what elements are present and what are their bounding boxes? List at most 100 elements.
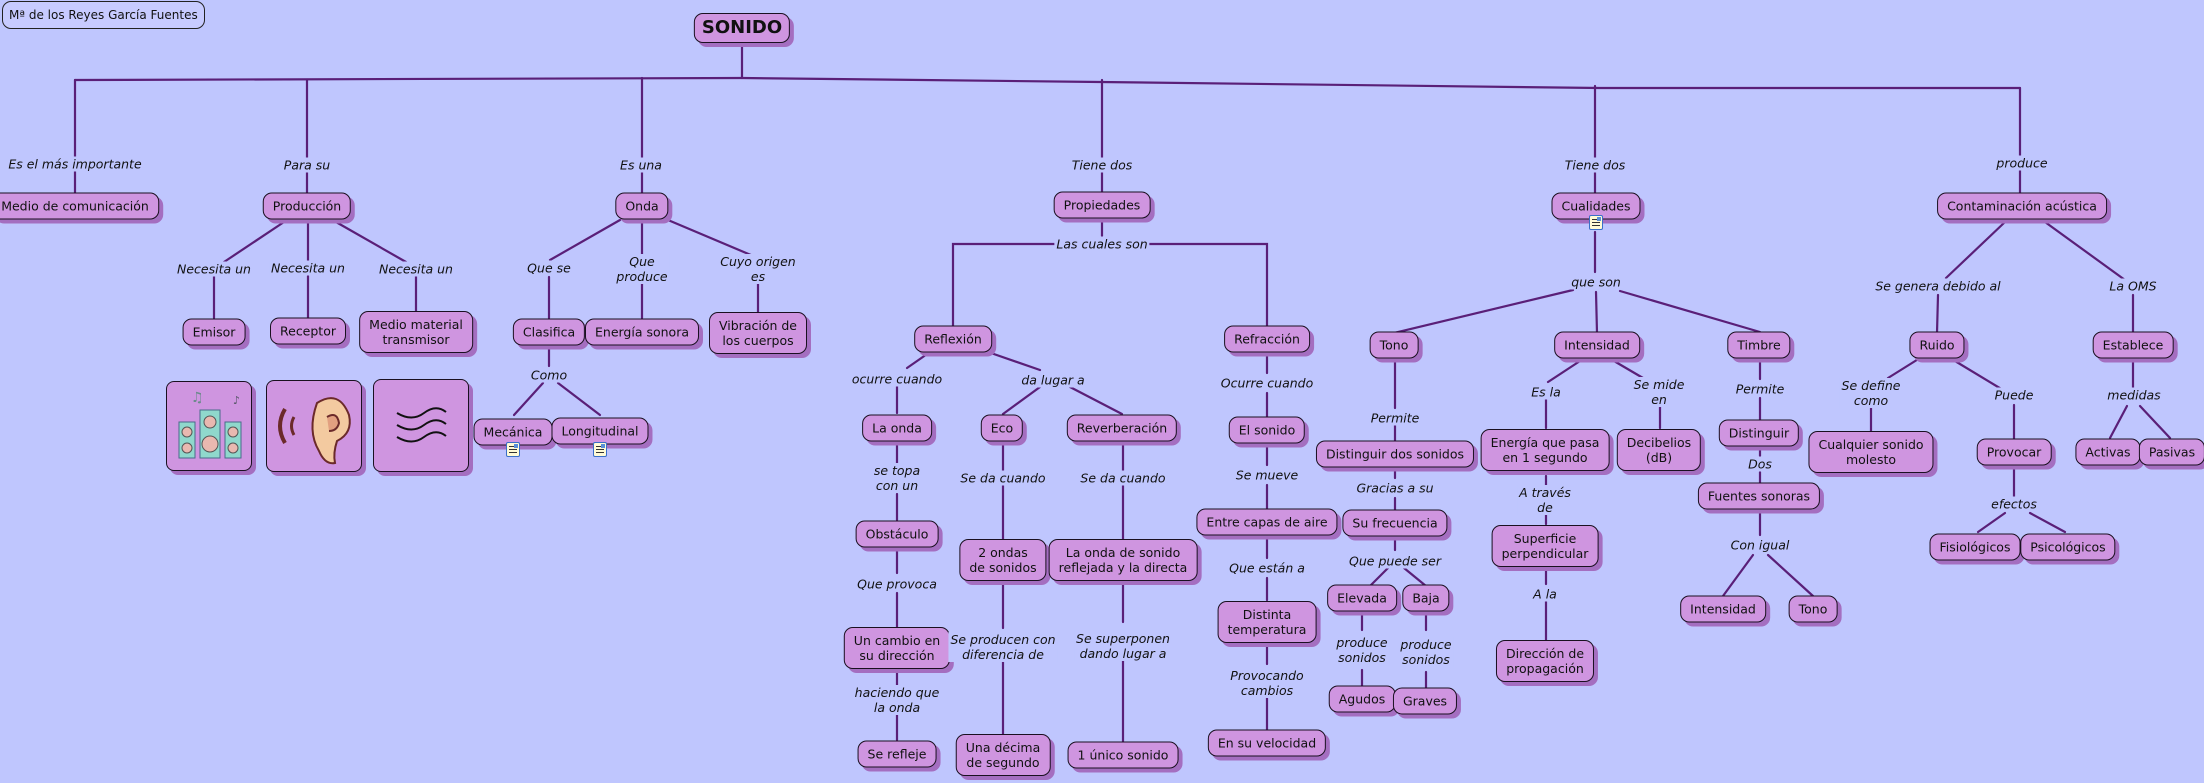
- concept-decibelios[interactable]: Decibelios (dB): [1616, 429, 1702, 471]
- concept-direccion-propagacion[interactable]: Dirección de propagación: [1495, 640, 1595, 682]
- author-label: Mª de los Reyes García Fuentes: [2, 1, 205, 29]
- concept-se-refleje[interactable]: Se refleje: [857, 740, 937, 768]
- link-es-el-mas-importante: Es el más importante: [6, 156, 144, 172]
- svg-text:♪: ♪: [233, 394, 240, 407]
- concept-dos-ondas[interactable]: 2 ondas de sonidos: [959, 539, 1047, 581]
- link-que-provoca: Que provoca: [855, 576, 939, 592]
- concept-tono[interactable]: Tono: [1369, 331, 1419, 359]
- air-waves-icon: [396, 407, 447, 443]
- concept-cambio-direccion[interactable]: Un cambio en su dirección: [843, 627, 951, 669]
- concept-sonido[interactable]: SONIDO: [693, 13, 791, 43]
- concept-intensidad[interactable]: Intensidad: [1554, 331, 1640, 359]
- link-se-producen: Se producen con diferencia de: [948, 632, 1058, 662]
- link-que-puede-ser: Que puede ser: [1347, 553, 1443, 569]
- link-tiene-dos-1: Tiene dos: [1069, 157, 1135, 173]
- link-produce: produce: [1994, 155, 2050, 171]
- concept-medio-material[interactable]: Medio material transmisor: [359, 311, 473, 353]
- link-medidas: medidas: [2105, 387, 2163, 403]
- concept-emisor[interactable]: Emisor: [182, 318, 246, 346]
- concept-receptor[interactable]: Receptor: [270, 317, 346, 345]
- link-puede: Puede: [1992, 387, 2036, 403]
- link-para-su: Para su: [281, 157, 333, 173]
- concept-onda-reflejada[interactable]: La onda de sonido reflejada y la directa: [1048, 539, 1198, 581]
- concept-eco[interactable]: Eco: [980, 414, 1024, 442]
- concept-medio-comunicacion[interactable]: Medio de comunicación: [0, 192, 159, 220]
- attachment-doc-icon[interactable]: [593, 442, 607, 457]
- concept-activas[interactable]: Activas: [2075, 438, 2141, 466]
- link-como: Como: [528, 367, 570, 383]
- link-se-da-cuando-1: Se da cuando: [958, 470, 1048, 486]
- attachment-doc-icon[interactable]: [506, 442, 520, 457]
- concept-distinta-temperatura[interactable]: Distinta temperatura: [1217, 601, 1317, 643]
- link-es-una: Es una: [618, 157, 664, 173]
- concept-el-sonido[interactable]: El sonido: [1228, 416, 1306, 444]
- concept-distinguir[interactable]: Distinguir: [1718, 419, 1800, 447]
- concept-refraccion[interactable]: Refracción: [1224, 325, 1310, 353]
- link-produce-sonidos-1: produce sonidos: [1334, 635, 1390, 665]
- concept-clasifica[interactable]: Clasifica: [512, 318, 586, 346]
- concept-produccion[interactable]: Producción: [262, 192, 352, 220]
- link-tiene-dos-2: Tiene dos: [1562, 157, 1628, 173]
- concept-graves[interactable]: Graves: [1392, 687, 1458, 715]
- concept-su-frecuencia[interactable]: Su frecuencia: [1342, 509, 1448, 537]
- concept-agudos[interactable]: Agudos: [1328, 685, 1396, 713]
- concept-energia-sonora[interactable]: Energía sonora: [584, 318, 700, 346]
- concept-elevada[interactable]: Elevada: [1327, 584, 1397, 612]
- ear-image[interactable]: [266, 380, 362, 472]
- speakers-music-icon: ♫♪: [178, 390, 242, 459]
- link-permite-1: Permite: [1368, 410, 1422, 426]
- attachment-doc-icon[interactable]: [1589, 215, 1603, 230]
- link-con-igual: Con igual: [1728, 537, 1792, 553]
- concept-propiedades[interactable]: Propiedades: [1053, 191, 1151, 219]
- link-haciendo-que: haciendo que la onda: [852, 685, 942, 715]
- link-gracias-a-su: Gracias a su: [1354, 480, 1436, 496]
- concept-contaminacion-acustica[interactable]: Contaminación acústica: [1937, 192, 2107, 220]
- concept-longitudinal[interactable]: Longitudinal: [551, 417, 649, 445]
- concept-onda[interactable]: Onda: [615, 192, 669, 220]
- link-se-superponen: Se superponen dando lugar a: [1074, 631, 1172, 661]
- concept-pasivas[interactable]: Pasivas: [2138, 438, 2204, 466]
- concept-timbre-tono[interactable]: Tono: [1788, 595, 1838, 623]
- link-a-traves-de: A través de: [1517, 485, 1573, 515]
- link-ocurre-cuando: ocurre cuando: [849, 371, 945, 387]
- link-se-mide-en: Se mide en: [1631, 377, 1687, 407]
- concept-cualquier-sonido[interactable]: Cualquier sonido molesto: [1808, 431, 1934, 473]
- link-es-la: Es la: [1529, 384, 1563, 400]
- link-se-da-cuando-2: Se da cuando: [1078, 470, 1168, 486]
- concept-reverberacion[interactable]: Reverberación: [1066, 414, 1178, 442]
- link-permite-2: Permite: [1733, 381, 1787, 397]
- concept-fisiologicos[interactable]: Fisiológicos: [1929, 533, 2021, 561]
- concept-provocar[interactable]: Provocar: [1976, 438, 2052, 466]
- concept-baja[interactable]: Baja: [1402, 584, 1450, 612]
- link-a-la: A la: [1531, 586, 1559, 602]
- concept-la-onda[interactable]: La onda: [862, 414, 932, 442]
- link-se-define-como: Se define como: [1839, 378, 1903, 408]
- concept-capas-aire[interactable]: Entre capas de aire: [1196, 508, 1338, 536]
- concept-fuentes-sonoras[interactable]: Fuentes sonoras: [1697, 482, 1821, 510]
- concept-unico-sonido[interactable]: 1 único sonido: [1067, 741, 1179, 769]
- concept-reflexion[interactable]: Reflexión: [914, 325, 992, 353]
- concept-obstaculo[interactable]: Obstáculo: [855, 520, 939, 548]
- concept-superficie[interactable]: Superficie perpendicular: [1491, 525, 1599, 567]
- concept-timbre-intensidad[interactable]: Intensidad: [1680, 595, 1766, 623]
- concept-energia-pasa[interactable]: Energía que pasa en 1 segundo: [1480, 429, 1610, 471]
- link-que-se: Que se: [525, 260, 573, 276]
- link-da-lugar-a: da lugar a: [1019, 372, 1087, 388]
- concept-establece[interactable]: Establece: [2092, 331, 2174, 359]
- link-se-mueve: Se mueve: [1233, 467, 1301, 483]
- concept-decima-segundo[interactable]: Una décima de segundo: [955, 734, 1051, 776]
- concept-timbre[interactable]: Timbre: [1727, 331, 1791, 359]
- link-necesita-un-2: Necesita un: [269, 260, 347, 276]
- concept-ruido[interactable]: Ruido: [1909, 331, 1965, 359]
- link-dos: Dos: [1746, 456, 1774, 472]
- concept-vibracion[interactable]: Vibración de los cuerpos: [709, 312, 807, 354]
- speakers-image[interactable]: ♫♪: [166, 381, 252, 471]
- link-necesita-un-3: Necesita un: [377, 261, 455, 277]
- waves-image[interactable]: [373, 379, 469, 472]
- link-se-genera-debido-al: Se genera debido al: [1873, 278, 2003, 294]
- concept-en-su-velocidad[interactable]: En su velocidad: [1207, 729, 1327, 757]
- concept-psicologicos[interactable]: Psicológicos: [2020, 533, 2116, 561]
- concept-distinguir-dos[interactable]: Distinguir dos sonidos: [1315, 440, 1475, 468]
- concept-mecanica[interactable]: Mecánica: [473, 418, 553, 446]
